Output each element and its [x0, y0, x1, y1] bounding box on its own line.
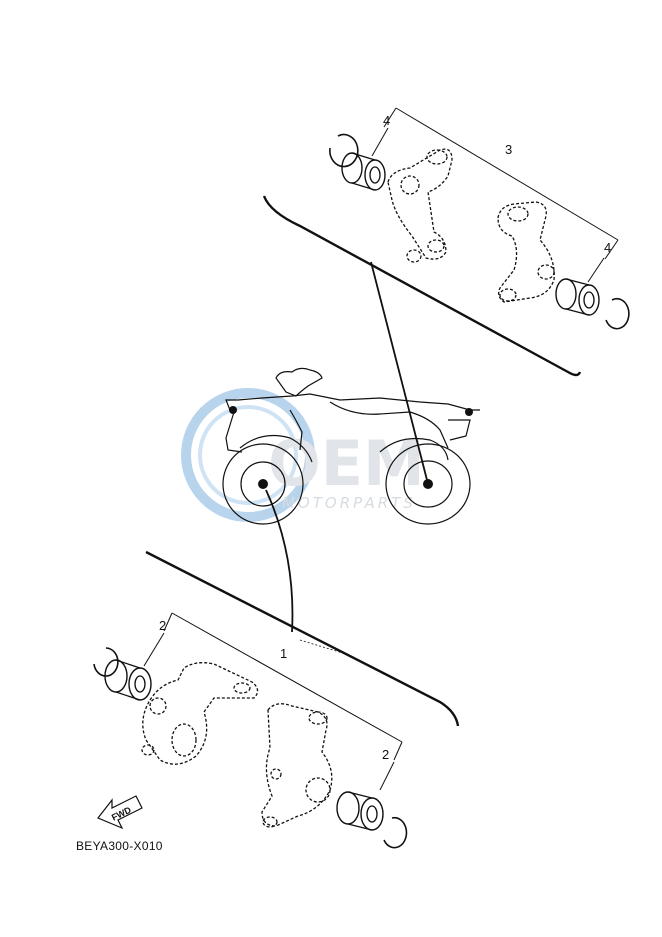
leader-front-to-wheel [265, 489, 294, 633]
rear-frame-line [262, 195, 582, 377]
watermark-gear-ring [181, 388, 315, 522]
location-dot-rear-wheel [423, 479, 433, 489]
bearing-front-left [104, 659, 152, 701]
rear-arm-left [387, 148, 453, 263]
rear-arm-right [497, 201, 555, 303]
circlip-rear-left [329, 133, 359, 168]
circlip-rear-right [605, 297, 630, 330]
callout-rear-bearing-right: 4 [604, 240, 611, 255]
atv-wheel-rear [385, 443, 471, 525]
oem-watermark: OEM MOTORPARTS [181, 388, 425, 522]
knuckle-left [141, 662, 259, 765]
callout-knuckle-assembly: 1 [280, 646, 287, 661]
knuckle-right [261, 703, 333, 828]
location-dot-front-wheel [258, 479, 268, 489]
callout-front-bearing-right: 2 [382, 747, 389, 762]
bearing-rear-left [341, 152, 386, 191]
bearing-front-right [336, 791, 384, 831]
atv-rider [275, 367, 323, 397]
circlip-front-right [383, 816, 408, 849]
watermark-brand: OEM [268, 427, 425, 500]
circlip-front-left [93, 647, 119, 677]
callout-rear-arm-assembly: 3 [505, 142, 512, 157]
fwd-arrow-icon: FWD [97, 795, 143, 830]
diagram-code: BEYA300-X010 [76, 839, 163, 853]
watermark-sub: MOTORPARTS [282, 494, 416, 512]
leader-rear-to-wheel [370, 261, 428, 481]
callout-front-bearing-left: 2 [159, 618, 166, 633]
location-dot-rack-right [465, 408, 473, 416]
atv-vehicle [222, 367, 480, 525]
bearing-rear-right [555, 278, 600, 316]
front-frame-line [145, 550, 460, 727]
location-dot-rack-left [229, 406, 237, 414]
rear-arm-group [262, 107, 630, 377]
atv-wheel-front [222, 443, 304, 525]
callout-rear-bearing-left: 4 [383, 113, 390, 128]
knuckle-group [93, 550, 460, 849]
